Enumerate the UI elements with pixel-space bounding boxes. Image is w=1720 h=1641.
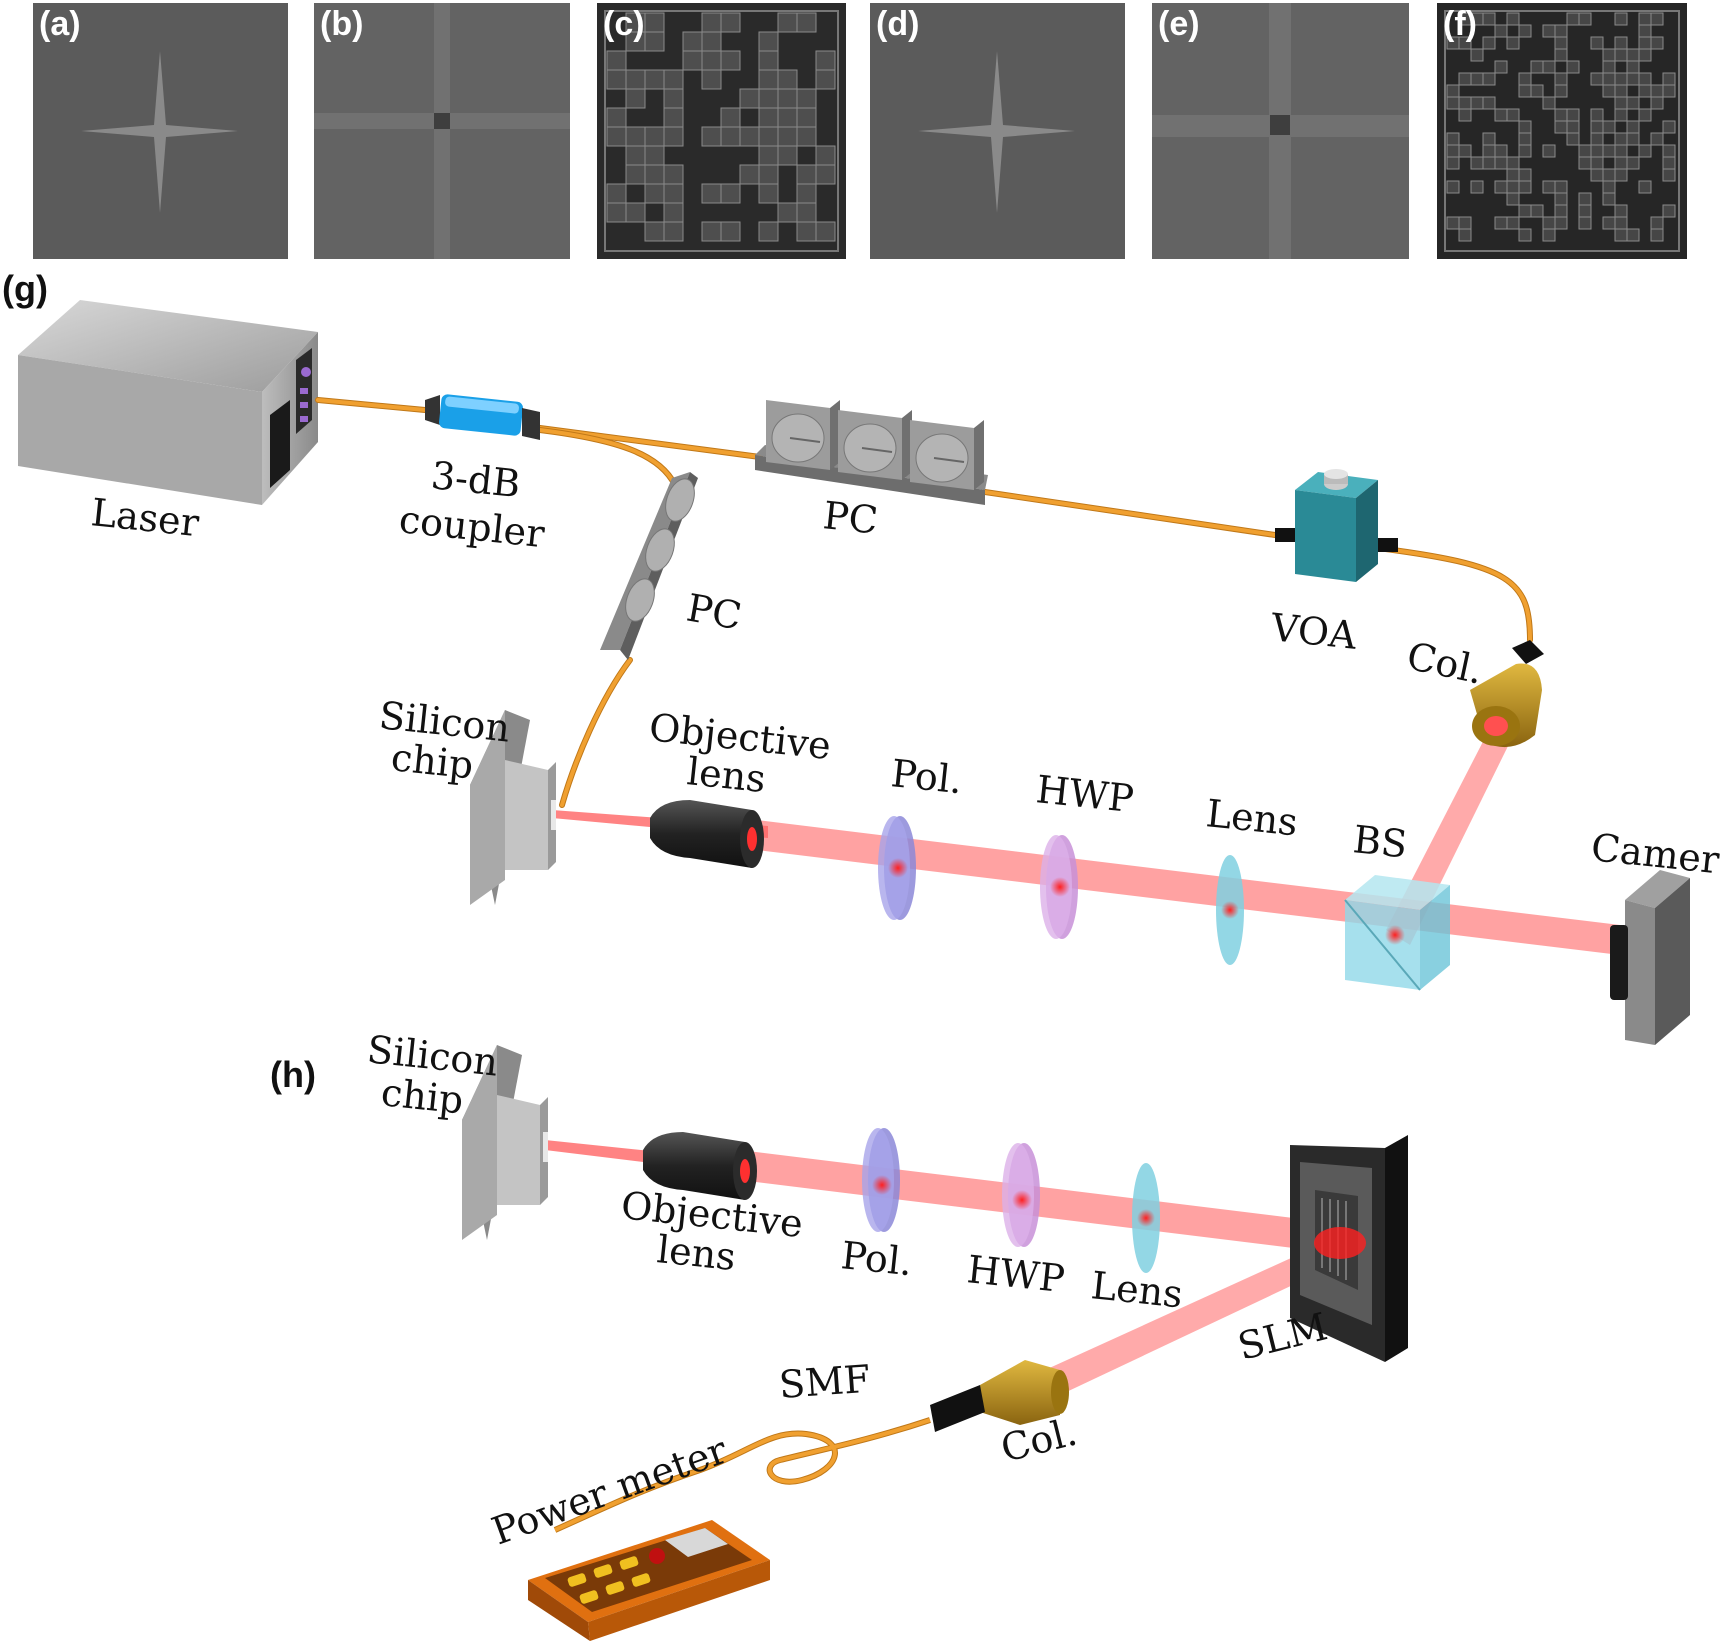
pol-label-h: Pol. — [839, 1233, 914, 1284]
silicon-chip-g — [470, 710, 556, 905]
smf-label: SMF — [778, 1357, 872, 1407]
panel-d: (d) — [870, 3, 1125, 259]
label-g: (g) — [2, 268, 48, 309]
panel-a: (a) — [33, 3, 288, 259]
objective-lens-h — [643, 1132, 757, 1200]
coupler-label-2: coupler — [397, 497, 547, 556]
polarizer-g — [878, 816, 916, 920]
panel-e: (e) — [1152, 3, 1409, 259]
panel-b-image — [314, 3, 570, 259]
lens-label-g: Lens — [1204, 791, 1300, 844]
voa-label: VOA — [1268, 605, 1359, 658]
beam-splitter — [1344, 875, 1450, 991]
camera-label: Camera — [1589, 825, 1720, 885]
slm-label: SLM — [1234, 1304, 1332, 1369]
slm — [1290, 1135, 1408, 1362]
panel-c-image — [597, 3, 846, 259]
collimator-h — [930, 1360, 1069, 1432]
panel-e-image — [1152, 3, 1409, 259]
objective-label-g-2: lens — [685, 749, 768, 801]
panel-a-image — [33, 3, 288, 259]
panel-c-label: (c) — [603, 5, 645, 43]
pc-top-label: PC — [821, 493, 880, 542]
panel-b: (b) — [314, 3, 570, 259]
pc-side-label: PC — [683, 586, 744, 639]
lens-g — [1216, 855, 1244, 965]
panel-d-image — [870, 3, 1125, 259]
lens-h — [1132, 1163, 1160, 1273]
bs-label: BS — [1351, 817, 1409, 866]
camera — [1610, 870, 1690, 1045]
power-meter — [528, 1520, 770, 1641]
panel-f-label: (f) — [1443, 5, 1477, 43]
panel-f-image — [1437, 3, 1687, 259]
hwp-label-h: HWP — [965, 1247, 1067, 1301]
label-h: (h) — [270, 1054, 316, 1095]
silicon-chip-h — [462, 1045, 548, 1240]
coupler-label-1: 3-dB — [429, 453, 522, 506]
polarization-controller-side — [600, 472, 698, 660]
hwp-label-g: HWP — [1034, 767, 1136, 821]
panel-a-label: (a) — [39, 5, 81, 43]
voa — [1275, 469, 1398, 582]
panel-f: (f) — [1437, 3, 1687, 259]
panel-e-label: (e) — [1158, 5, 1200, 43]
half-wave-plate-h — [1002, 1143, 1040, 1247]
pol-label-g: Pol. — [889, 751, 964, 802]
half-wave-plate-g — [1040, 835, 1078, 939]
chip-label-g-2: chip — [389, 735, 475, 787]
smf-fiber — [553, 1417, 931, 1533]
objective-lens-g — [650, 800, 764, 868]
fiber-paths-g — [315, 397, 1533, 808]
panel-c: (c) — [597, 3, 846, 259]
objective-label-h-2: lens — [655, 1227, 738, 1279]
lens-label-h: Lens — [1089, 1263, 1185, 1316]
chip-label-h-2: chip — [379, 1070, 465, 1122]
panel-b-label: (b) — [320, 5, 364, 43]
polarizer-h — [862, 1128, 900, 1232]
coupler-3db — [425, 394, 540, 440]
panel-d-label: (d) — [876, 5, 920, 43]
col-label-g: Col. — [1403, 634, 1487, 693]
polarization-controller-top — [755, 400, 988, 505]
collimator-g — [1470, 640, 1544, 748]
laser-source — [18, 300, 318, 505]
laser-label: Laser — [89, 490, 202, 545]
